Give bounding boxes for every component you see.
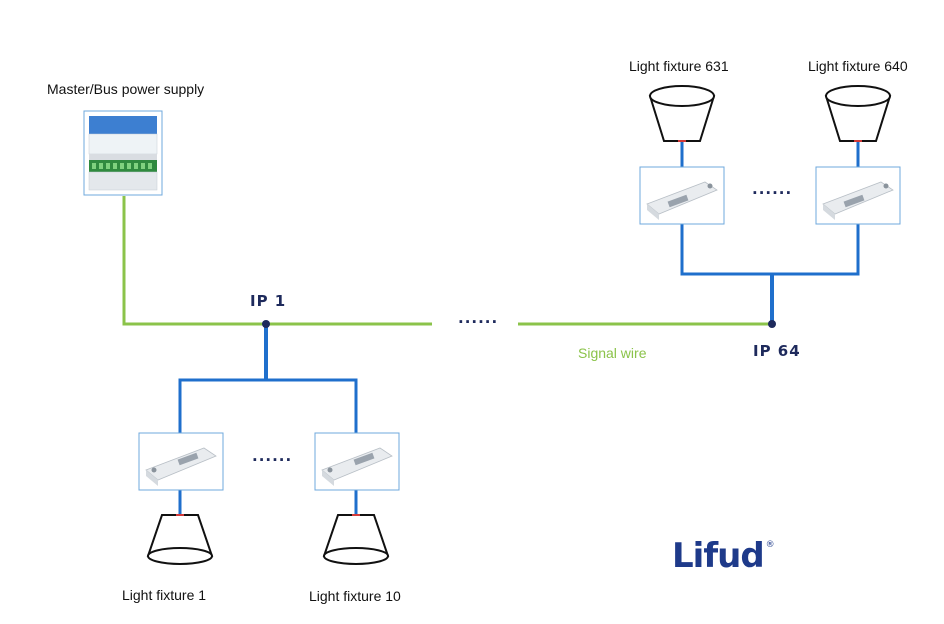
lamp-icon-10 xyxy=(322,514,390,565)
lifud-logo: Lifud® xyxy=(672,536,775,576)
power-supply-icon xyxy=(83,110,163,196)
lamp-icon-1 xyxy=(146,514,214,565)
power-supply-label: Master/Bus power supply xyxy=(47,81,205,97)
ip-64-node xyxy=(768,320,776,328)
ip-1-label: IP 1 xyxy=(250,292,287,310)
fixture-wires xyxy=(178,141,860,515)
lamp-icon-631 xyxy=(648,85,716,142)
ip-64-label: IP 64 xyxy=(753,342,801,360)
driver-icon-640 xyxy=(815,166,901,225)
logo-text: Lifud xyxy=(672,536,765,576)
fixture-1-label: Light fixture 1 xyxy=(122,587,207,603)
registered-mark: ® xyxy=(765,540,775,550)
top-ellipsis: ...... xyxy=(752,180,793,198)
lamp-icon-640 xyxy=(824,85,892,142)
driver-icon-631 xyxy=(639,166,725,225)
bus-ellipsis: ...... xyxy=(458,309,499,327)
ip-1-node xyxy=(262,320,270,328)
driver-icon-1 xyxy=(138,432,224,491)
fixture-631-label: Light fixture 631 xyxy=(629,58,729,74)
signal-wire xyxy=(122,196,772,326)
fixture-640-label: Light fixture 640 xyxy=(808,58,908,74)
driver-icon-10 xyxy=(314,432,400,491)
bottom-ellipsis: ...... xyxy=(252,447,293,465)
fixture-10-label: Light fixture 10 xyxy=(309,588,401,604)
signal-wire-label: Signal wire xyxy=(578,345,647,361)
